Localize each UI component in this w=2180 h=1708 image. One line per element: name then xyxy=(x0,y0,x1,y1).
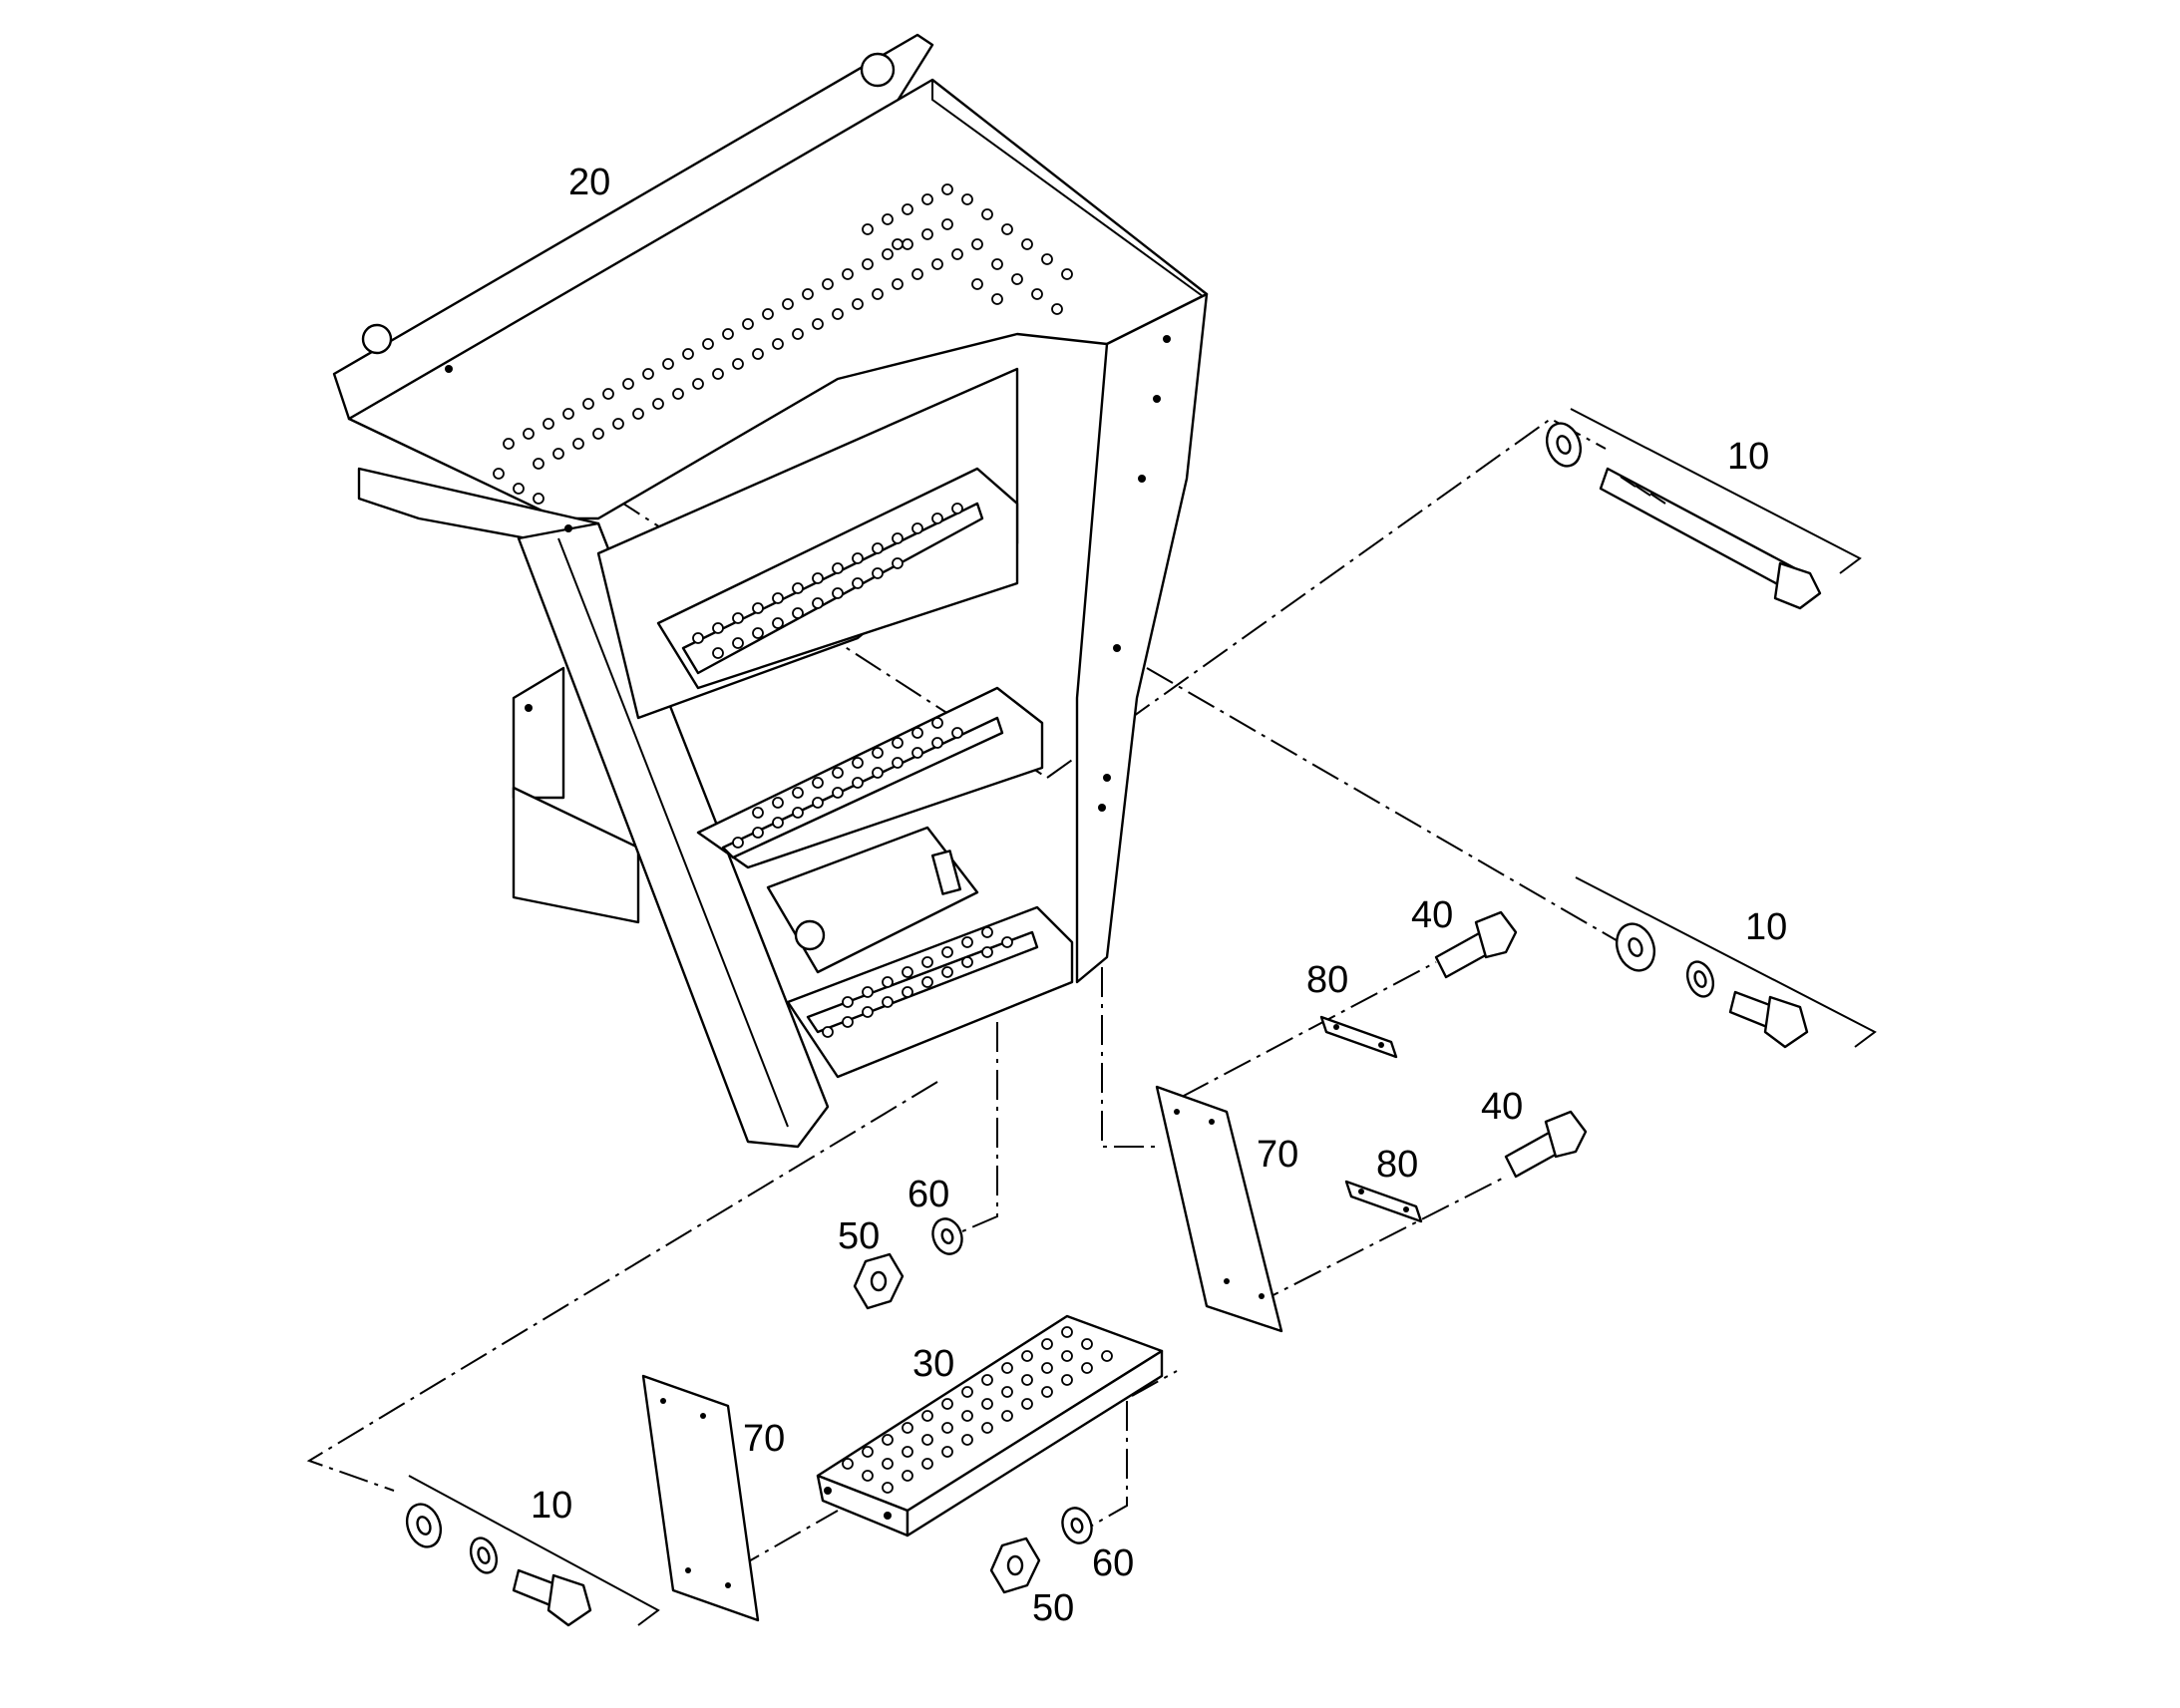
washer-60-right xyxy=(1061,1507,1093,1544)
plate-70-bottom xyxy=(641,1374,760,1622)
post-mounting-holes xyxy=(445,335,1171,812)
callout-40-middle: 40 xyxy=(1481,1086,1523,1128)
perforation-step-2 xyxy=(692,503,963,659)
rail-knob-right xyxy=(860,52,896,88)
bolt-head xyxy=(1773,561,1822,610)
callout-50-left: 50 xyxy=(838,1215,880,1257)
perforation-step-3 xyxy=(732,717,963,849)
bolt-head xyxy=(1474,910,1518,959)
plate-80-top xyxy=(1319,1015,1398,1059)
perforation-step-4 xyxy=(822,926,1013,1038)
bolt-head xyxy=(546,1573,592,1627)
rail-knob-left xyxy=(361,323,393,355)
callout-50-right: 50 xyxy=(1032,1587,1074,1629)
bolt-40-middle xyxy=(1504,1110,1588,1179)
bolt-head xyxy=(1544,1110,1588,1159)
perforation-top-platform xyxy=(493,183,1073,505)
bolt-set-10-middle xyxy=(1575,876,1877,1049)
perforation-step-30 xyxy=(842,1326,1113,1494)
latch xyxy=(930,850,962,895)
nut-50-right xyxy=(989,1537,1041,1594)
bolt-40-top xyxy=(1434,910,1518,979)
callout-70-middle: 70 xyxy=(1257,1134,1298,1176)
callout-60-left: 60 xyxy=(908,1174,949,1215)
plate-70-middle xyxy=(1155,1085,1283,1333)
callout-80-middle: 80 xyxy=(1376,1144,1418,1186)
callout-70-bottom: 70 xyxy=(743,1418,785,1460)
frame-bolt-head xyxy=(794,919,826,951)
bolt-set-10-top xyxy=(1545,408,1862,610)
washer-60-left xyxy=(931,1217,963,1255)
callout-30: 30 xyxy=(912,1343,954,1385)
bolt-head xyxy=(1763,995,1809,1049)
callout-40-top: 40 xyxy=(1411,894,1453,936)
long-bolt-shank xyxy=(1599,467,1797,590)
step-30 xyxy=(816,1314,1164,1537)
plate-80-middle xyxy=(1344,1180,1423,1223)
callout-labels: 20 10 10 10 40 40 80 80 70 70 60 50 30 6… xyxy=(531,162,1787,1629)
callout-80-top: 80 xyxy=(1306,959,1348,1001)
callout-20: 20 xyxy=(568,162,610,203)
callout-10-middle: 10 xyxy=(1745,906,1787,948)
nut-50-left xyxy=(853,1252,905,1310)
callout-10-top: 10 xyxy=(1727,436,1769,478)
bolt-set-10-bottom xyxy=(405,1475,660,1627)
step-frame-20 xyxy=(332,33,1209,1149)
callout-10-bottom: 10 xyxy=(531,1485,572,1527)
callout-60-right: 60 xyxy=(1092,1542,1134,1584)
